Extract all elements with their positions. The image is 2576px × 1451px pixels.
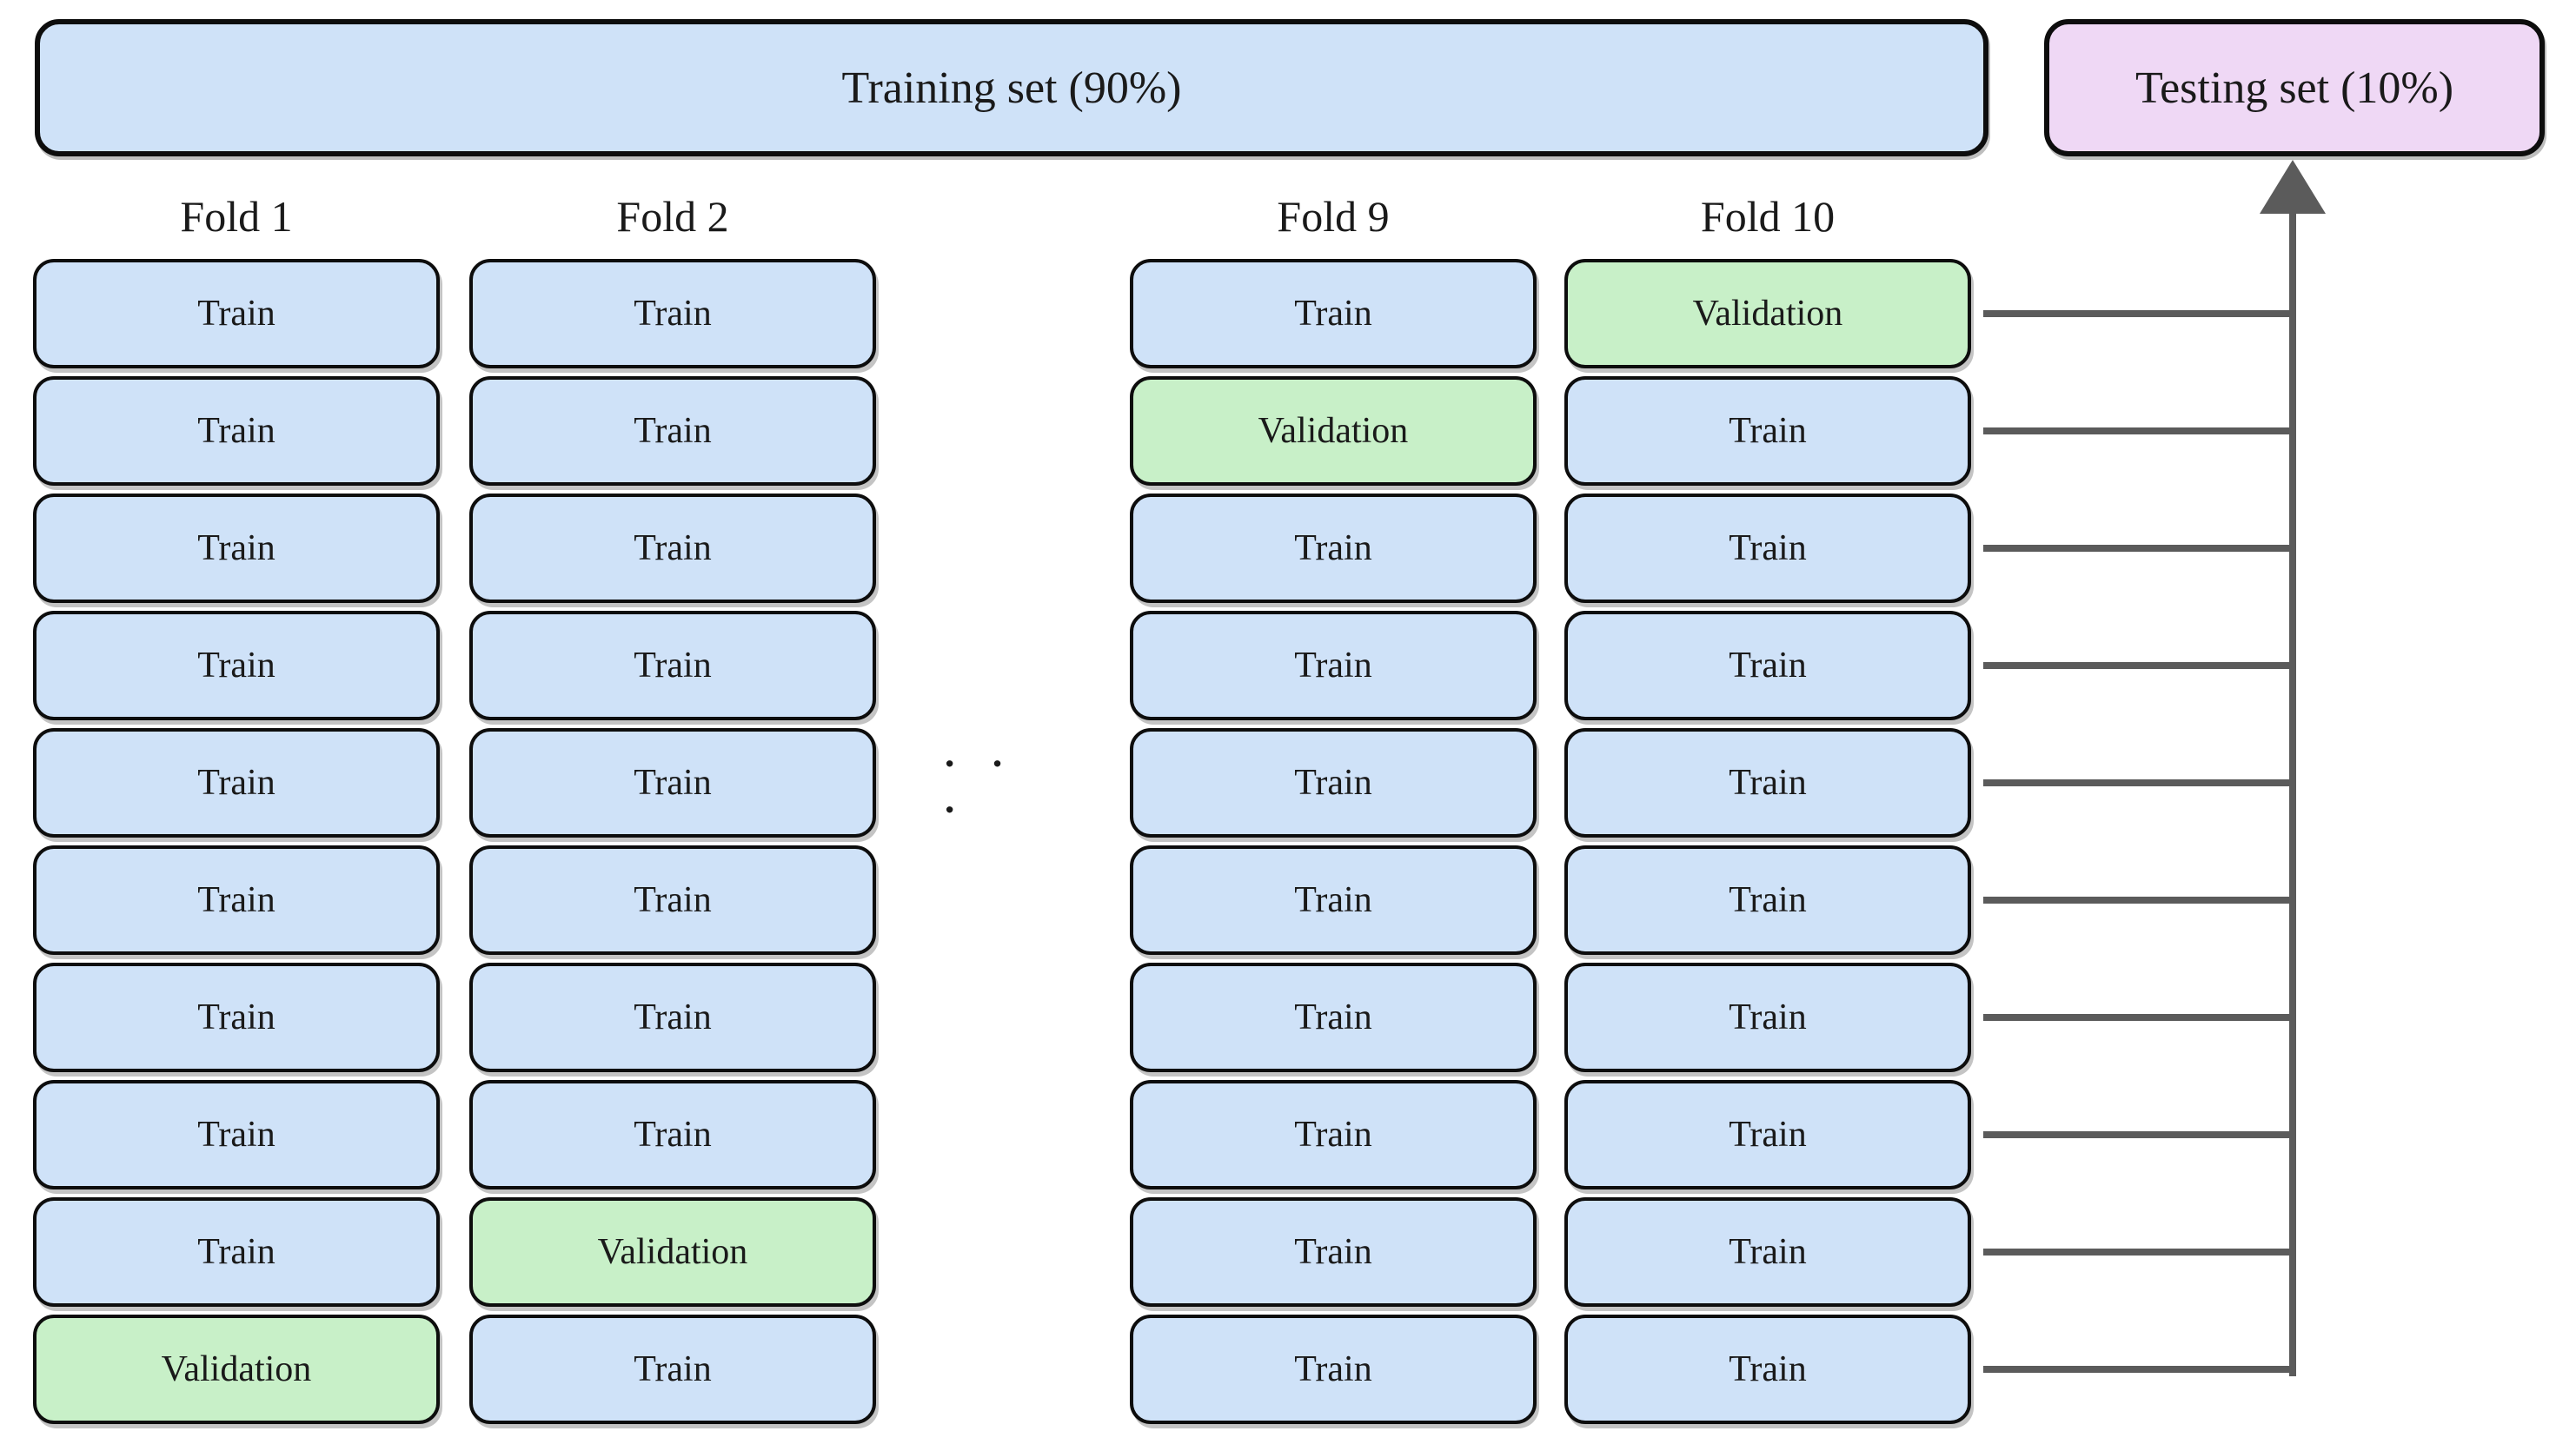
train-box: Train — [1130, 611, 1537, 720]
connector-line — [1983, 1366, 2296, 1373]
train-box: Train — [1130, 259, 1537, 368]
train-box: Train — [469, 494, 876, 603]
testing-set-label: Testing set (10%) — [2134, 63, 2454, 113]
connector-line — [1983, 310, 2296, 317]
fold-label: Fold 9 — [1277, 192, 1390, 241]
train-box: Train — [469, 259, 876, 368]
connector-line — [1983, 1131, 2296, 1138]
fold-label: Fold 1 — [180, 192, 293, 241]
train-box: Train — [1564, 1315, 1971, 1424]
arrow-line — [2289, 210, 2296, 1376]
train-box: Train — [1130, 1197, 1537, 1307]
train-box: Train — [1130, 845, 1537, 955]
train-box: Train — [33, 259, 440, 368]
train-box: Train — [1130, 1315, 1537, 1424]
train-box: Train — [1564, 611, 1971, 720]
train-box: Train — [1130, 494, 1537, 603]
connector-line — [1983, 1249, 2296, 1256]
connector-line — [1983, 1014, 2296, 1021]
train-box: Train — [33, 1080, 440, 1189]
fold-label: Fold 10 — [1700, 192, 1836, 241]
connector-line — [1983, 545, 2296, 552]
connector-line — [1983, 662, 2296, 669]
train-box: Train — [33, 963, 440, 1072]
connector-line — [1983, 779, 2296, 786]
train-box: Train — [1130, 1080, 1537, 1189]
train-box: Train — [33, 728, 440, 838]
train-box: Train — [1564, 1080, 1971, 1189]
training-set-box: Training set (90%) — [35, 19, 1988, 156]
train-box: Train — [469, 728, 876, 838]
train-box: Train — [469, 845, 876, 955]
connector-line — [1983, 427, 2296, 434]
validation-box: Validation — [1130, 376, 1537, 486]
connector-line — [1983, 897, 2296, 904]
train-box: Train — [1564, 494, 1971, 603]
ellipsis-dots: · · · — [943, 741, 1017, 832]
train-box: Train — [1564, 963, 1971, 1072]
training-set-label: Training set (90%) — [841, 63, 1182, 113]
train-box: Train — [469, 963, 876, 1072]
train-box: Train — [1564, 845, 1971, 955]
train-box: Train — [469, 611, 876, 720]
validation-box: Validation — [33, 1315, 440, 1424]
train-box: Train — [33, 845, 440, 955]
train-box: Train — [1564, 728, 1971, 838]
validation-box: Validation — [1564, 259, 1971, 368]
train-box: Train — [469, 1315, 876, 1424]
train-box: Train — [33, 611, 440, 720]
train-box: Train — [1130, 728, 1537, 838]
train-box: Train — [1564, 1197, 1971, 1307]
arrow-up-icon — [2260, 160, 2326, 214]
train-box: Train — [33, 376, 440, 486]
testing-set-box: Testing set (10%) — [2044, 19, 2545, 156]
train-box: Train — [1564, 376, 1971, 486]
validation-box: Validation — [469, 1197, 876, 1307]
train-box: Train — [469, 376, 876, 486]
fold-label: Fold 2 — [616, 192, 729, 241]
train-box: Train — [1130, 963, 1537, 1072]
train-box: Train — [33, 494, 440, 603]
train-box: Train — [469, 1080, 876, 1189]
train-box: Train — [33, 1197, 440, 1307]
